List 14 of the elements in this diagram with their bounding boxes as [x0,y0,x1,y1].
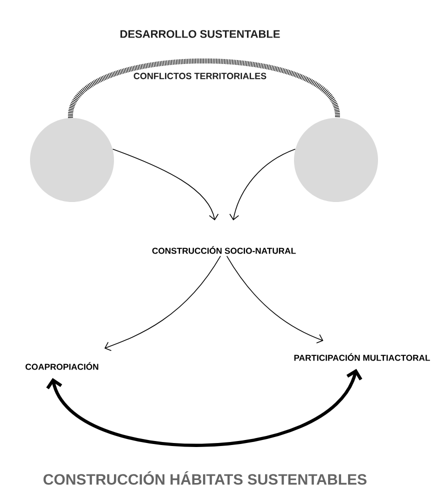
arc-label: DESARROLLO SUSTENTABLE [120,30,280,38]
node-label: CONSTRUCCIÓN SOCIO-NATURAL [152,246,296,254]
circle-shape [30,118,114,202]
node-label: PARTICIPACIÓN MULTIACTORAL [294,353,430,361]
edge-label: CONSTRUCCIÓN HÁBITATS SUSTENTABLES [42,470,368,486]
arrow [104,256,221,352]
hatched-arc [68,58,340,118]
arrow [112,148,219,220]
circle-shape [294,118,378,202]
arrow [226,256,324,344]
node-label: COAPROPIACIÓN [26,362,98,370]
arrow [229,148,296,220]
double-arrow [46,368,362,447]
arc-label: CONFLICTOS TERRITORIALES [134,72,266,80]
